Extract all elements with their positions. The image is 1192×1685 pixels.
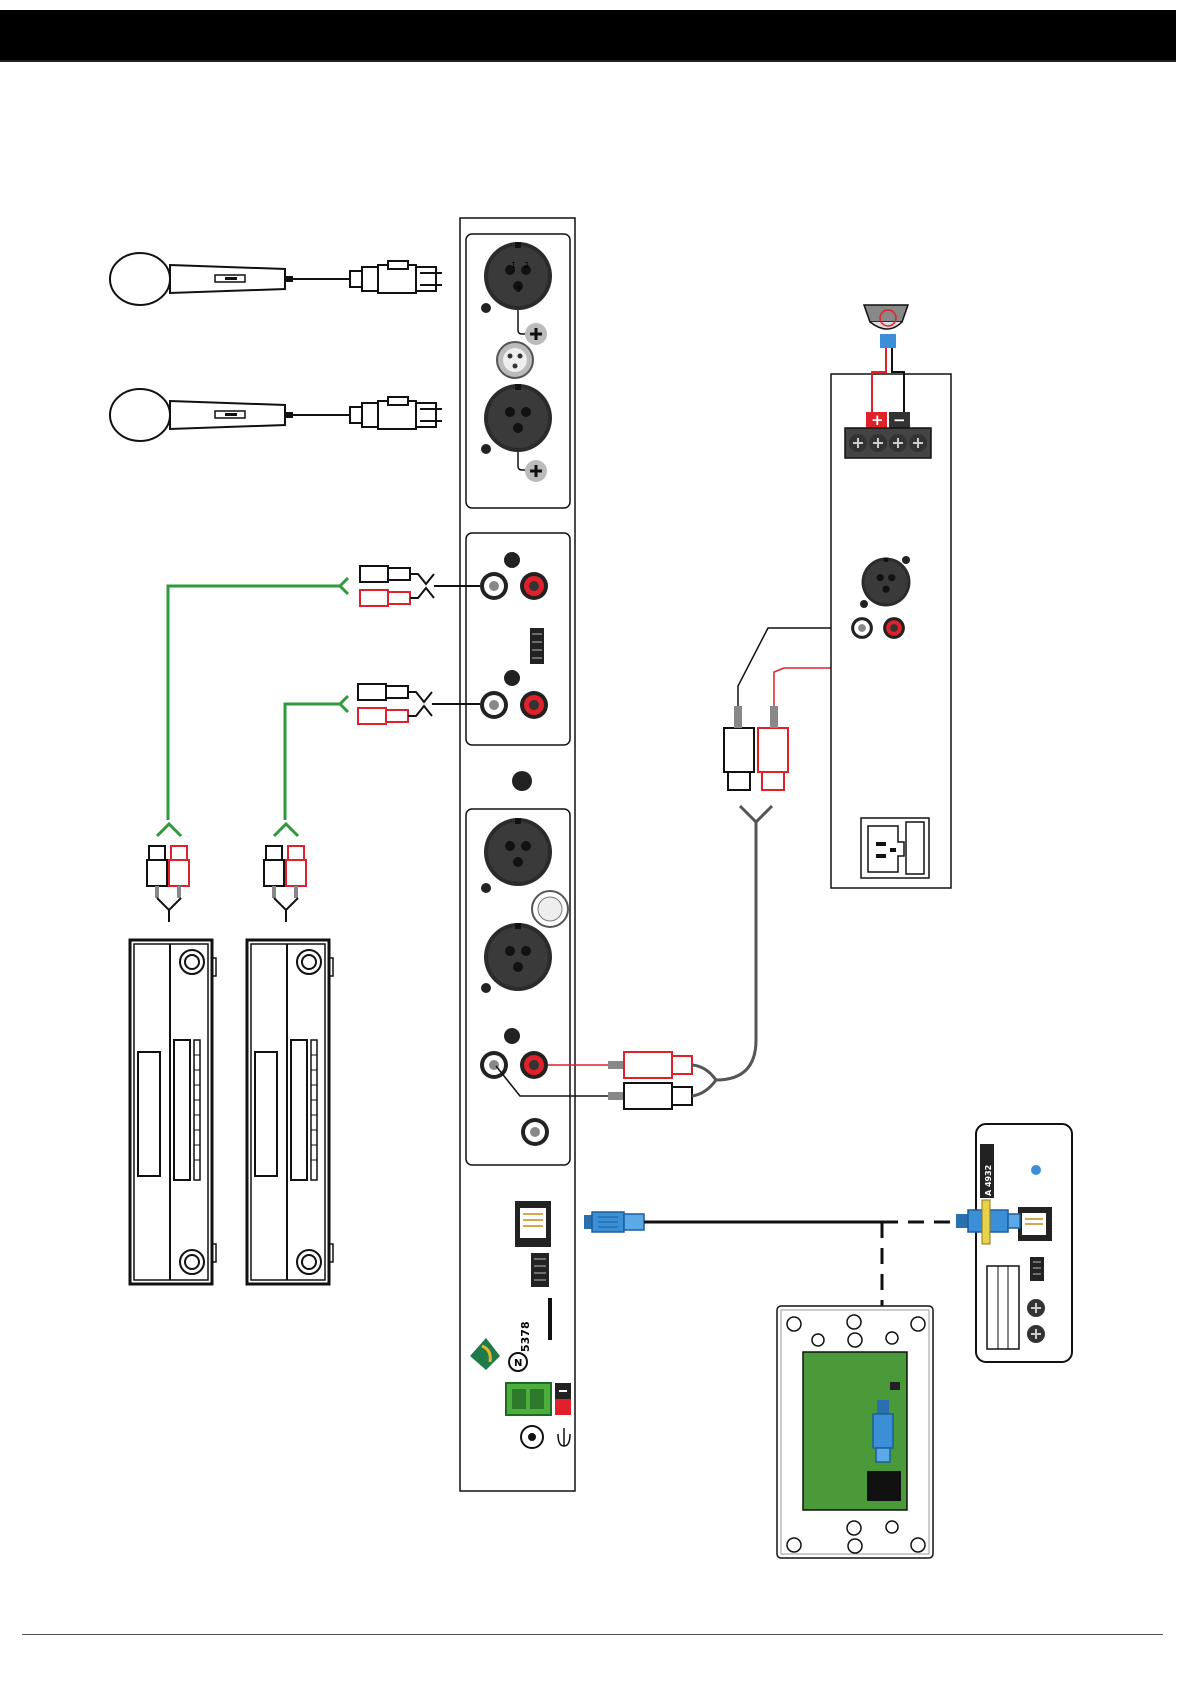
rca-plug-pair bbox=[358, 684, 432, 724]
rj45-plug bbox=[584, 1212, 644, 1232]
rca-socket-icon bbox=[883, 617, 905, 639]
terminal-plus-label: + bbox=[871, 411, 884, 429]
pin-label: 3 bbox=[516, 285, 521, 294]
cd-player-icon bbox=[247, 940, 333, 1284]
rca-plug-pair bbox=[264, 824, 306, 922]
wall-plate-panel: A 4932 bbox=[956, 1124, 1072, 1362]
svg-text:N: N bbox=[514, 1358, 522, 1369]
gain-trim-screw bbox=[525, 460, 547, 482]
microphone-icon bbox=[110, 389, 293, 441]
wall-plate-model: A 4932 bbox=[984, 1165, 993, 1196]
rj45-port-icon bbox=[515, 1201, 551, 1247]
xlr-socket-icon bbox=[862, 558, 911, 607]
approval-number: 5378 bbox=[519, 1321, 532, 1352]
terminal-minus-label: − bbox=[893, 411, 906, 429]
xlr-plug bbox=[350, 397, 442, 429]
rca-socket-icon bbox=[480, 691, 508, 719]
cd-player-icon bbox=[130, 940, 216, 1284]
pin-label: 2 bbox=[524, 261, 529, 270]
rca-socket-icon bbox=[480, 572, 508, 600]
cd-player-2 bbox=[247, 824, 333, 1284]
microphone-icon bbox=[110, 253, 293, 305]
pin-label: 1 bbox=[511, 261, 516, 270]
rca-socket-icon bbox=[520, 691, 548, 719]
remote-wall-plate bbox=[777, 1306, 933, 1558]
rca-socket-icon bbox=[520, 1051, 548, 1079]
rca-socket-icon bbox=[521, 1118, 549, 1146]
cd-player-1 bbox=[130, 824, 216, 1284]
microphone-2 bbox=[110, 389, 442, 441]
amplifier-panel: 1 2 3 bbox=[460, 218, 575, 1491]
rca-socket-icon bbox=[851, 617, 873, 639]
xlr-socket-icon bbox=[484, 923, 552, 991]
rca-socket-icon bbox=[520, 572, 548, 600]
iec-inlet-icon bbox=[861, 818, 929, 878]
xlr-output-icon bbox=[532, 891, 568, 927]
rca-plug-pair bbox=[147, 824, 189, 922]
xlr-plug bbox=[350, 261, 442, 293]
xlr-socket-icon bbox=[484, 242, 552, 310]
gain-trim-screw bbox=[525, 323, 547, 345]
line-source-cables bbox=[168, 566, 480, 820]
xlr-output-icon bbox=[497, 342, 533, 378]
knob bbox=[512, 771, 532, 791]
rca-plug-pair bbox=[360, 566, 434, 606]
xlr-socket-icon bbox=[484, 818, 552, 886]
microphone-1 bbox=[110, 253, 442, 305]
xlr-socket-icon bbox=[484, 384, 552, 452]
status-led bbox=[1031, 1165, 1041, 1175]
power-terminal-block bbox=[506, 1383, 571, 1415]
speaker-icon bbox=[864, 305, 908, 348]
rj45-port-icon bbox=[1018, 1207, 1052, 1241]
power-amp-panel: + − bbox=[831, 305, 951, 888]
